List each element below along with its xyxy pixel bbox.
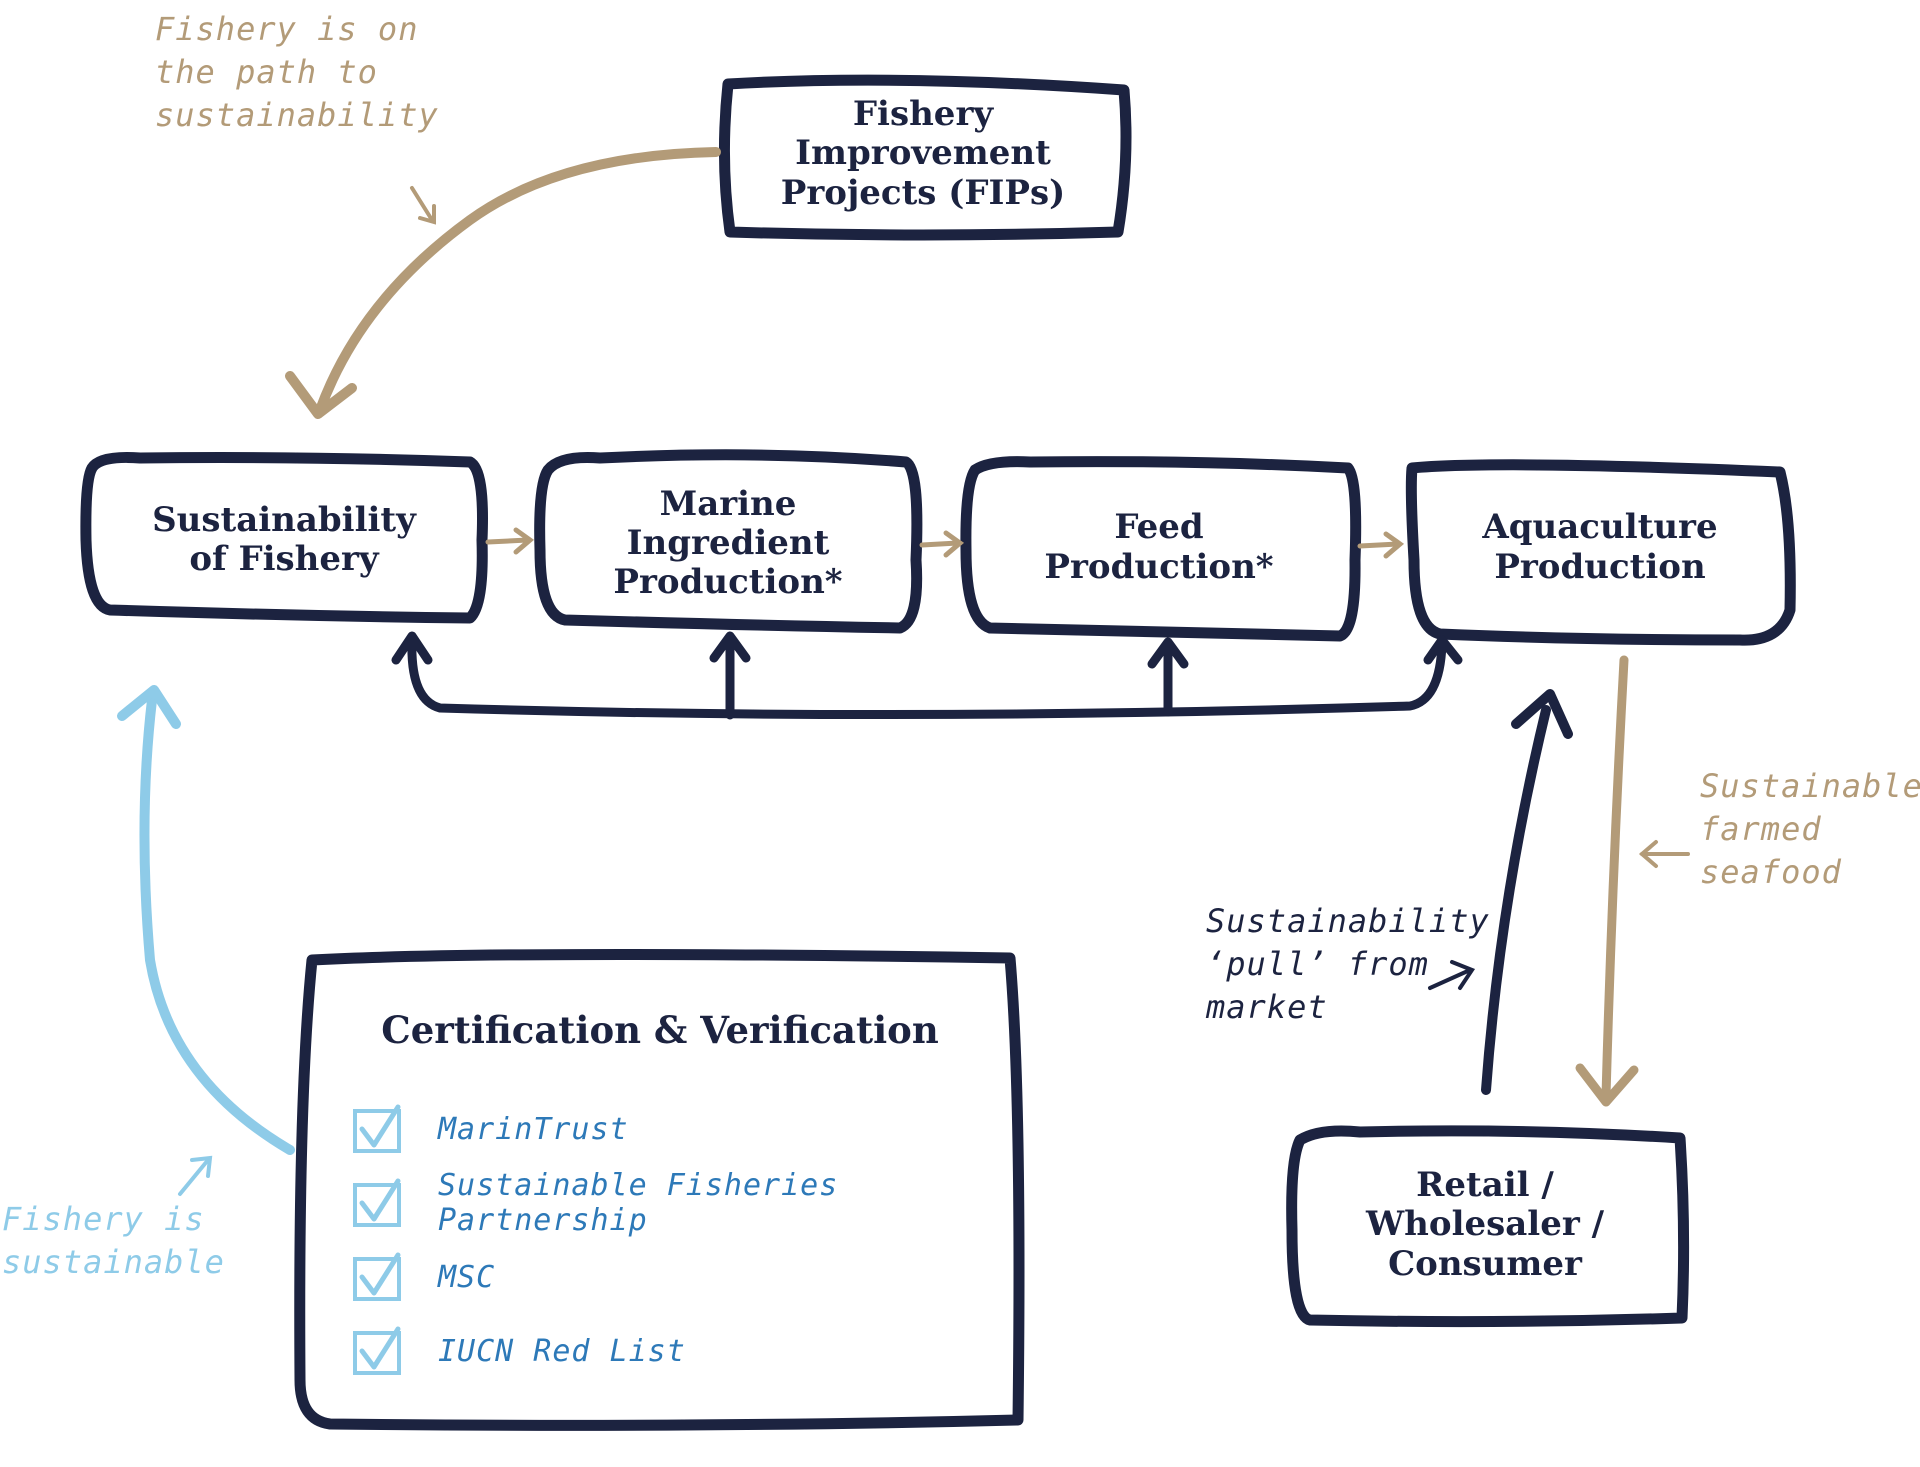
arrow-aquaculture-to-retail <box>1575 655 1639 1107</box>
box-sustainability-of-fishery: Sustainability of Fishery <box>86 460 482 620</box>
checkbox-checked-icon <box>352 1103 404 1155</box>
box-marine-ingredient-production: Marine Ingredient Production* <box>538 456 918 631</box>
note-farmed-seafood: Sustainable farmed seafood <box>1700 767 1920 892</box>
certification-list: MarinTrust Sustainable Fisheries Partner… <box>352 1092 1012 1388</box>
certification-bracket <box>391 631 1463 720</box>
arrow-market-to-aquaculture <box>1481 689 1573 1095</box>
flow-arrow-marine-to-feed <box>919 530 965 558</box>
arrow-certification-to-sustainability <box>117 685 295 1155</box>
pointer-path-note <box>410 186 436 225</box>
certification-item-label: Sustainable Fisheries Partnership <box>438 1168 839 1238</box>
box-outline-fips <box>718 74 1132 241</box>
box-outline-sustainability <box>80 452 488 624</box>
pointer-sustainable-note <box>178 1155 213 1196</box>
note-market-pull: Sustainability ‘pull’ from market <box>1206 902 1490 1027</box>
box-outline-feed <box>960 456 1362 642</box>
flow-arrow-feed-to-aquaculture <box>1357 531 1405 559</box>
box-outline-retail <box>1286 1125 1690 1328</box>
box-sustainability-label: Sustainability of Fishery <box>152 499 416 579</box>
certification-item: MarinTrust <box>352 1092 1012 1166</box>
certification-item: IUCN Red List <box>352 1314 1012 1388</box>
checkbox-checked-icon <box>352 1325 404 1377</box>
checkbox-checked-icon <box>352 1251 404 1303</box>
box-fips: Fishery Improvement Projects (FIPs) <box>723 76 1123 232</box>
box-outline-aquaculture <box>1405 459 1796 646</box>
certification-item-label: MarinTrust <box>438 1111 629 1147</box>
box-retail-label: Retail / Wholesaler / Consumer <box>1365 1165 1605 1284</box>
note-fishery-sustainable: Fishery is sustainable <box>2 1200 225 1282</box>
note-path-to-sustainability: Fishery is on the path to sustainability <box>155 10 439 135</box>
flow-arrow-sustainability-to-marine <box>485 527 535 555</box>
pointer-market-note <box>1428 960 1476 990</box>
certification-title: Certification & Verification <box>381 1008 939 1052</box>
certification-item-label: MSC <box>438 1259 496 1295</box>
box-marine-label: Marine Ingredient Production* <box>613 483 843 603</box>
box-aquaculture-label: Aquaculture Production <box>1482 507 1718 587</box>
pointer-farmed-note <box>1638 840 1690 868</box>
certification-item: MSC <box>352 1240 1012 1314</box>
certification-item: Sustainable Fisheries Partnership <box>352 1166 1012 1240</box>
certification-item-label: IUCN Red List <box>438 1333 686 1369</box>
arrow-fips-to-sustainability <box>285 147 721 419</box>
box-feed-label: Feed Production* <box>1044 507 1274 587</box>
checkbox-checked-icon <box>352 1177 404 1229</box>
box-fips-label: Fishery Improvement Projects (FIPs) <box>780 94 1066 213</box>
box-outline-marine <box>534 449 923 634</box>
box-aquaculture-production: Aquaculture Production <box>1410 460 1790 635</box>
box-feed-production: Feed Production* <box>964 460 1354 635</box>
box-retail-wholesaler-consumer: Retail / Wholesaler / Consumer <box>1290 1130 1680 1320</box>
box-outline-certification <box>294 948 1025 1431</box>
